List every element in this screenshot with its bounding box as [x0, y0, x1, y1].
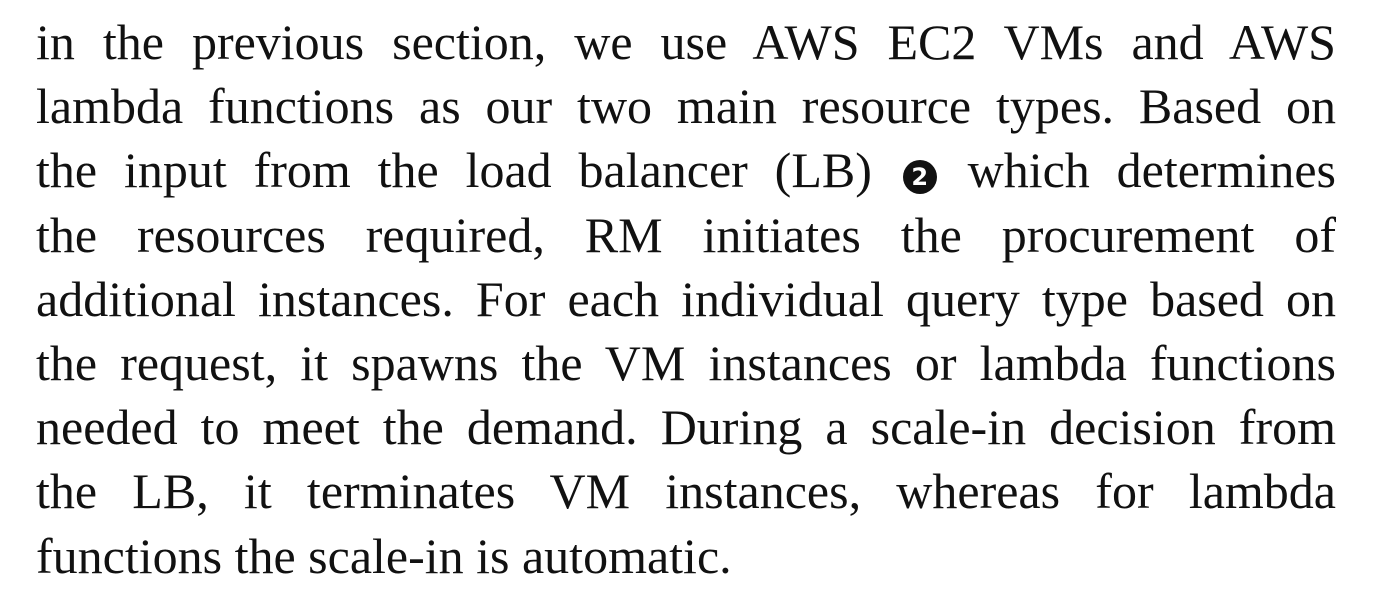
- text-line-2: lambda functions as our two main resourc…: [36, 78, 1336, 135]
- text-line-7: needed to meet the demand. During a scal…: [36, 399, 1336, 456]
- text-line-3-part-a: the input from the load balancer (LB): [36, 142, 872, 199]
- text-line-6: the request, it spawns the VM instances …: [36, 334, 1336, 391]
- text-line-5: additional instances. For each individua…: [36, 270, 1336, 327]
- circled-number-marker: 2: [902, 160, 937, 195]
- text-line-1: in the previous section, we use AWS EC2 …: [36, 14, 1336, 70]
- paper-paragraph: in the previous section, we use AWS EC2 …: [36, 10, 1336, 588]
- text-line-3-part-b: which determines: [967, 142, 1336, 199]
- text-line-9: functions the scale-in is automatic.: [36, 527, 732, 584]
- text-line-8: the LB, it terminates VM instances, wher…: [36, 463, 1336, 520]
- text-line-3: the input from the load balancer (LB) 2 …: [36, 138, 1336, 202]
- text-line-4: the resources required, RM initiates the…: [36, 206, 1336, 263]
